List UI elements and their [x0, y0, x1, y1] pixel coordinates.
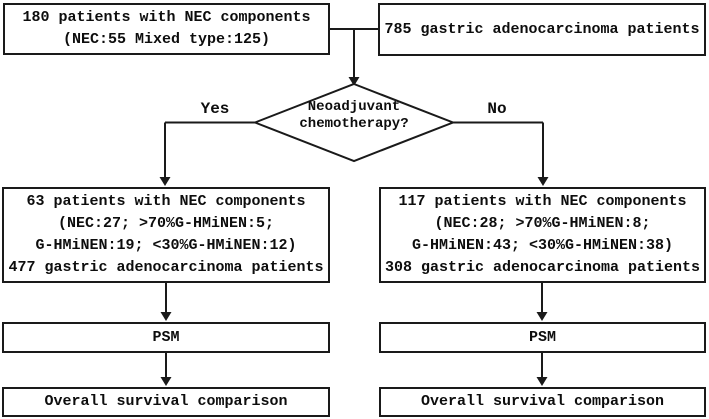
total-nec-patients-box: 180 patients with NEC components (NEC:55…: [3, 3, 330, 55]
right-psm-box: PSM: [379, 322, 706, 353]
arrowhead-into-right-outcome: [536, 377, 548, 386]
left-psm-label: PSM: [152, 328, 180, 346]
right-psm-label: PSM: [528, 328, 556, 346]
arrowhead-into-left-cohort: [159, 177, 171, 186]
right-outcome-box: Overall survival comparison: [379, 387, 706, 417]
arrowhead-into-right-cohort: [537, 177, 549, 186]
left-cohort-line1: 63 patients with NEC components: [26, 193, 306, 210]
arrowhead-into-diamond: [348, 77, 360, 86]
arrowhead-into-right-psm: [536, 312, 548, 321]
decision-diamond-text: Neoadjuvant chemotherapy?: [274, 99, 434, 133]
decision-line1: Neoadjuvant: [307, 99, 401, 115]
yes-branch-label: Yes: [200, 100, 230, 118]
left-psm-box: PSM: [2, 322, 330, 353]
left-cohort-line2: (NEC:27; >70%G-HMiNEN:5;: [57, 215, 275, 232]
arrowhead-into-left-outcome: [160, 377, 172, 386]
decision-line2: chemotherapy?: [299, 116, 409, 132]
left-outcome-box: Overall survival comparison: [2, 387, 330, 417]
left-outcome-label: Overall survival comparison: [44, 393, 288, 410]
neoadjuvant-no-cohort-box: 117 patients with NEC components (NEC:28…: [379, 187, 706, 283]
right-cohort-line4: 308 gastric adenocarcinoma patients: [384, 259, 701, 276]
left-cohort-line4: 477 gastric adenocarcinoma patients: [8, 259, 324, 276]
left-cohort-line3: G-HMiNEN:19; <30%G-HMiNEN:12): [35, 237, 297, 254]
total-nec-patients-line1: 180 patients with NEC components: [22, 9, 311, 26]
right-outcome-label: Overall survival comparison: [420, 393, 665, 410]
right-cohort-line2: (NEC:28; >70%G-HMiNEN:8;: [434, 215, 651, 232]
arrowhead-into-left-psm: [160, 312, 172, 321]
total-adenocarcinoma-patients-line1: 785 gastric adenocarcinoma patients: [384, 20, 700, 38]
total-adenocarcinoma-patients-box: 785 gastric adenocarcinoma patients: [378, 3, 706, 56]
neoadjuvant-yes-cohort-box: 63 patients with NEC components (NEC:27;…: [2, 187, 330, 283]
total-nec-patients-line2: (NEC:55 Mixed type:125): [62, 31, 271, 48]
right-cohort-line3: G-HMiNEN:43; <30%G-HMiNEN:38): [411, 237, 674, 254]
no-branch-label: No: [487, 100, 507, 118]
right-cohort-line1: 117 patients with NEC components: [398, 193, 687, 210]
